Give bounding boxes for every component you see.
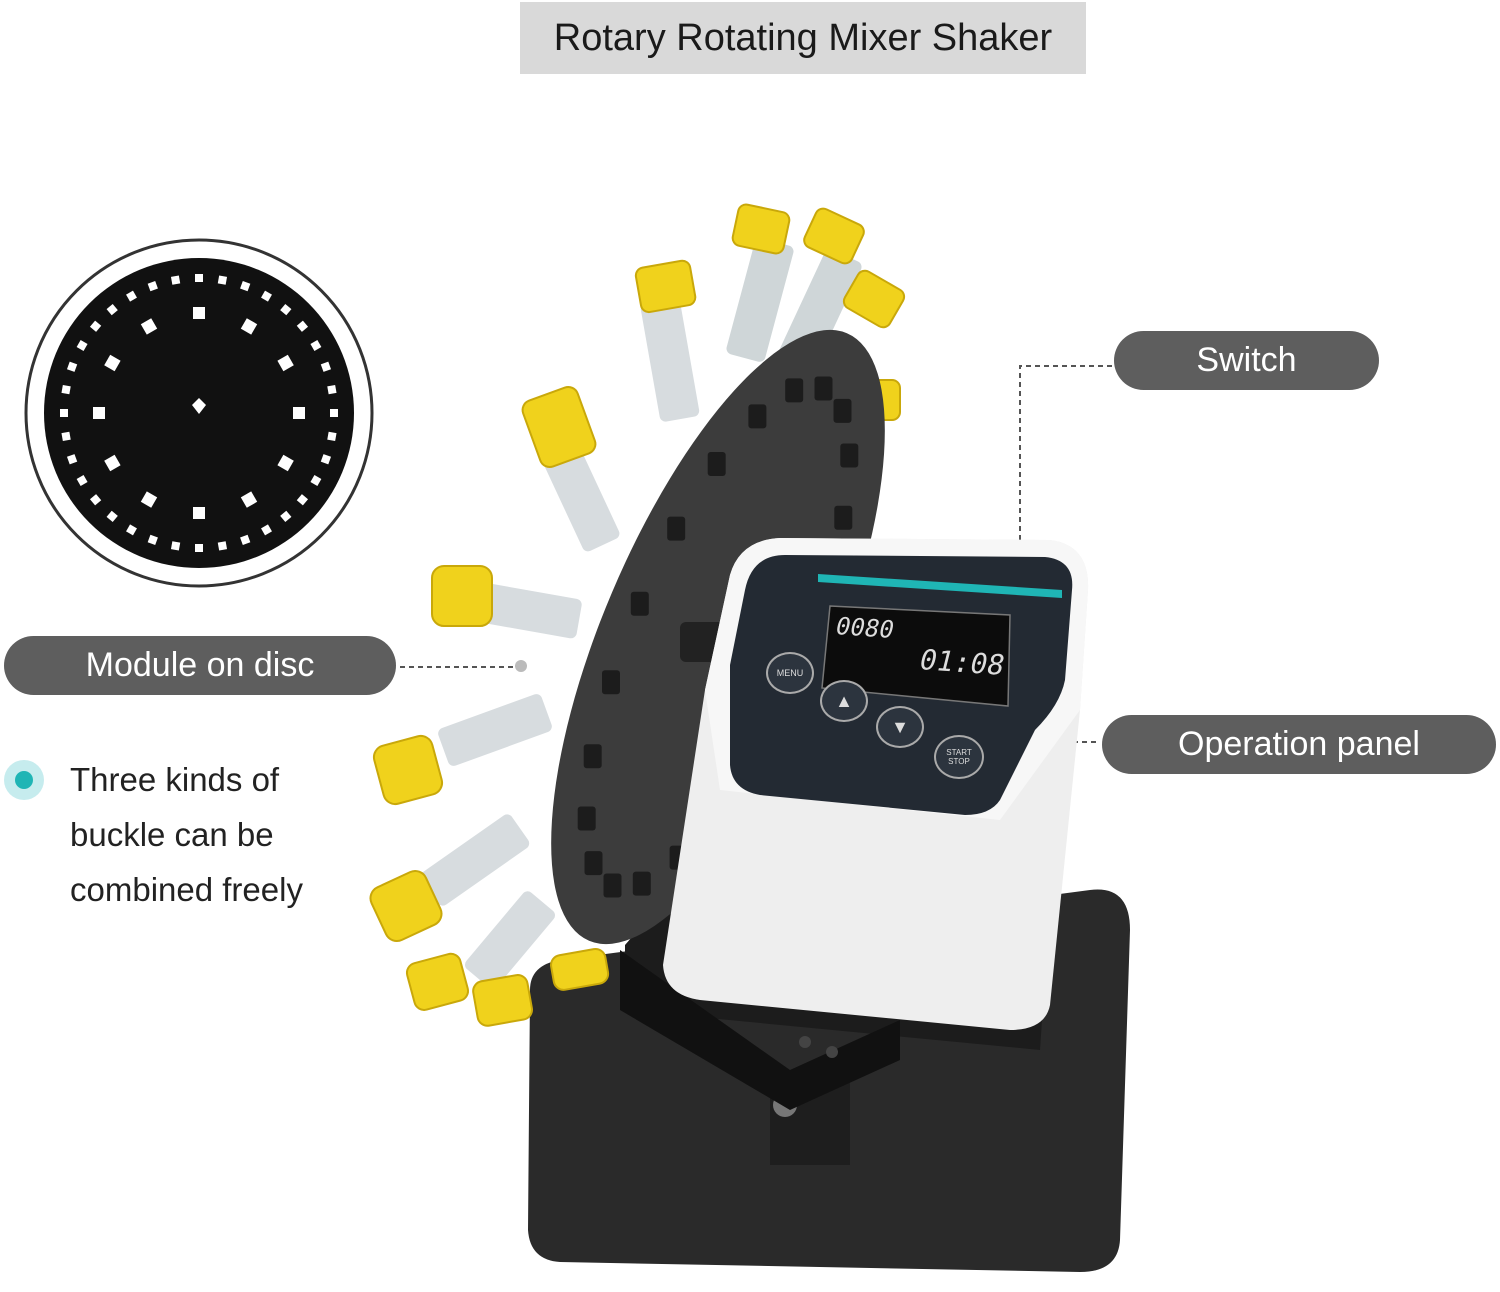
- disc-slot: [602, 670, 620, 695]
- bullet-dot-icon: [4, 760, 44, 800]
- disc-hole: [280, 303, 292, 316]
- disc-hole: [89, 494, 102, 506]
- disc-hole: [320, 361, 332, 372]
- start-stop-button-label: START STOP: [946, 748, 972, 766]
- disc-hole: [93, 407, 105, 419]
- disc-hole: [327, 384, 337, 395]
- disc-hole: [126, 524, 137, 536]
- disc-hole: [104, 454, 121, 472]
- disc-hole: [240, 534, 251, 546]
- disc-slot: [814, 376, 833, 401]
- disc-hole: [327, 431, 337, 442]
- disc-hole: [195, 544, 203, 552]
- callout-switch: Switch: [1114, 331, 1379, 390]
- disc-hole: [61, 384, 71, 395]
- disc-hole: [240, 491, 258, 508]
- disc-hole: [261, 524, 272, 536]
- lcd-screen: [821, 605, 1011, 707]
- disc-slot: [632, 871, 651, 896]
- disc-hole: [140, 318, 158, 335]
- disc-slot: [748, 404, 767, 429]
- callout-operation-panel: Operation panel: [1102, 715, 1496, 774]
- menu-button-label: MENU: [776, 668, 804, 678]
- disc-hole: [170, 275, 181, 285]
- disc-hole: [310, 340, 322, 351]
- disc-hole: [126, 290, 137, 302]
- tubes: [369, 203, 906, 1027]
- disc-slot: [834, 505, 853, 530]
- disc-hole: [76, 340, 88, 351]
- disc-slot: [785, 378, 804, 403]
- disc-hole: [261, 290, 272, 302]
- disc-hole: [61, 431, 71, 442]
- feature-note: Three kinds of buckle can be combined fr…: [70, 761, 303, 908]
- disc-hole: [60, 409, 68, 417]
- disc-hole: [147, 280, 158, 292]
- disc-hole: [104, 354, 121, 372]
- disc-slot: [584, 851, 603, 876]
- disc-hole: [193, 307, 205, 319]
- disc-hole: [310, 475, 322, 486]
- callout-module-on-disc: Module on disc: [4, 636, 396, 695]
- disc-slot: [667, 516, 686, 541]
- disc-hole: [66, 454, 78, 465]
- disc-hole: [106, 510, 118, 523]
- disc-hole: [330, 409, 338, 417]
- disc-hole: [320, 454, 332, 465]
- down-arrow-icon: ▼: [891, 716, 909, 737]
- speed-readout: 0080: [832, 612, 898, 644]
- disc-hole: [293, 407, 305, 419]
- disc-hole: [280, 510, 292, 523]
- disc-slot: [583, 744, 602, 769]
- disc-hole: [296, 494, 309, 506]
- disc-hole: [217, 275, 228, 285]
- disc-slot: [833, 398, 852, 423]
- disc-detail-inset: [24, 238, 374, 588]
- disc-hole: [195, 274, 203, 282]
- up-arrow-icon: ▲: [835, 690, 853, 711]
- page-title: Rotary Rotating Mixer Shaker: [520, 2, 1086, 74]
- up-button[interactable]: ▲: [820, 680, 868, 722]
- disc-hole: [89, 320, 102, 332]
- disc-slot: [630, 591, 649, 616]
- menu-button[interactable]: MENU: [766, 652, 814, 694]
- disc-hole: [170, 541, 181, 551]
- disc-hole: [106, 303, 118, 316]
- time-readout: 01:08: [916, 643, 1009, 682]
- disc-slot: [840, 443, 859, 468]
- disc-hole: [240, 280, 251, 292]
- disc-hole: [76, 475, 88, 486]
- disc-hole: [240, 318, 258, 335]
- disc-hole: [277, 354, 294, 372]
- disc-hole: [217, 541, 228, 551]
- disc-slot: [707, 452, 726, 476]
- disc-hole: [66, 361, 78, 372]
- start-stop-button[interactable]: START STOP: [934, 735, 984, 779]
- disc-slot: [603, 873, 622, 898]
- disc-slot: [577, 806, 596, 831]
- module-callout-dot: [515, 660, 527, 672]
- disc-hole: [296, 320, 309, 332]
- down-button[interactable]: ▼: [876, 706, 924, 748]
- disc-hole: [277, 454, 294, 472]
- disc-hole: [140, 491, 158, 508]
- disc-hole: [193, 507, 205, 519]
- disc-hole: [147, 534, 158, 546]
